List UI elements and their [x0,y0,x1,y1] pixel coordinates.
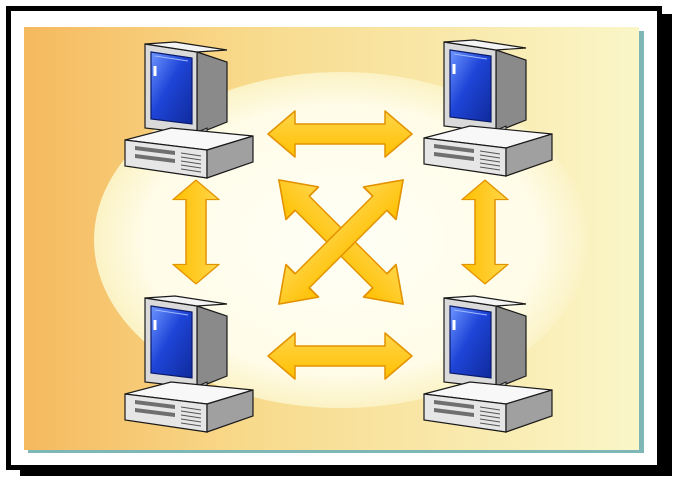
diagram-frame [6,6,672,476]
network-diagram [6,6,672,476]
